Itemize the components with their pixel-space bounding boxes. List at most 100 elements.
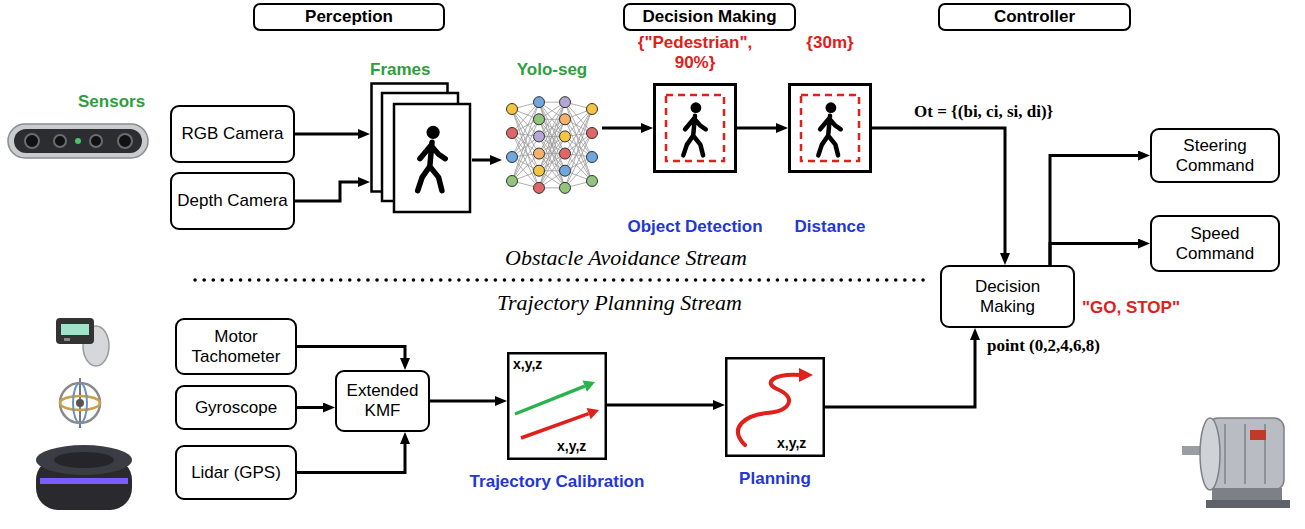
connector-layer xyxy=(295,128,1144,473)
lidar-picture xyxy=(36,445,132,475)
box-label: RGB Camera xyxy=(181,124,283,144)
neural-network-graphic xyxy=(560,97,571,108)
motor-picture xyxy=(1206,500,1290,508)
camera-picture xyxy=(54,135,66,147)
motor-picture xyxy=(1182,418,1290,508)
camera-picture xyxy=(90,135,102,147)
motor-picture xyxy=(1250,430,1266,440)
stage-caption: Trajectory Calibration xyxy=(470,472,645,492)
flow-arrow xyxy=(297,438,405,473)
camera-picture xyxy=(8,124,148,158)
axis-label: x,y,z xyxy=(557,438,586,454)
neural-network-graphic xyxy=(560,114,571,125)
neural-network: Yolo-seg xyxy=(502,60,602,205)
gyroscope-picture xyxy=(73,383,87,423)
flow-arrow xyxy=(607,404,719,407)
flow-arrow xyxy=(472,159,496,162)
flow-arrow xyxy=(737,127,782,130)
camera-picture xyxy=(8,124,148,158)
stage-caption: Distance xyxy=(795,217,866,237)
flow-arrow xyxy=(297,406,329,409)
neural-network-graphic xyxy=(534,114,545,125)
neural-network-graphic xyxy=(587,152,598,163)
calibration-box-graphic xyxy=(521,414,589,438)
flow-arrow xyxy=(1050,156,1144,266)
flow-arrow xyxy=(295,182,364,201)
gyroscope-picture xyxy=(60,383,100,423)
neural-network-graphic xyxy=(534,148,545,159)
sensor-box: Gyroscope xyxy=(175,385,297,430)
box-label: Speed Command xyxy=(1156,224,1274,264)
pedestrian-icon xyxy=(418,142,446,190)
detection-box-graphic xyxy=(666,95,724,161)
axis-label: x,y,z xyxy=(513,356,542,372)
pedestrian-icon xyxy=(683,116,706,156)
box-label: Gyroscope xyxy=(195,398,277,418)
result-label: {"Pedestrian", 90%} xyxy=(620,33,770,73)
camera-picture xyxy=(118,134,132,148)
calibration-box: x,y,z x,y,zTrajectory Calibration xyxy=(447,352,667,492)
stage-caption: Planning xyxy=(739,469,811,489)
distance-box-graphic xyxy=(790,85,871,172)
camera-picture xyxy=(75,138,81,144)
stream-label: Trajectory Planning Stream xyxy=(497,290,742,316)
neural-network-graphic xyxy=(507,152,518,163)
pedestrian-icon xyxy=(818,102,841,155)
sensor-box: Lidar (GPS) xyxy=(175,445,297,500)
pedestrian-icon xyxy=(418,126,446,191)
command-label: "GO, STOP" xyxy=(1082,298,1180,318)
sensor-box: Motor Tachometer xyxy=(175,318,297,375)
section-header: Controller xyxy=(938,3,1131,31)
neural-network-shape xyxy=(502,85,602,205)
distance-box: {30m} Distance xyxy=(775,33,885,237)
gyroscope-picture xyxy=(60,396,100,410)
pedestrian-icon xyxy=(691,102,702,113)
calibration-box-graphic xyxy=(508,353,606,459)
group-label: Sensors xyxy=(78,92,145,112)
box-label: Decision Making xyxy=(642,7,776,27)
lidar-picture xyxy=(40,478,128,484)
neural-network-graphic xyxy=(507,128,518,139)
detection-box-shape xyxy=(653,83,737,173)
calibration-box-graphic xyxy=(515,386,585,414)
neural-network-graphic xyxy=(560,148,571,159)
frame-stack-graphic xyxy=(394,104,470,212)
calibration-box-graphic xyxy=(583,381,595,392)
neural-network-graphic xyxy=(560,131,571,142)
box-label: Controller xyxy=(994,7,1075,27)
neural-network-graphic xyxy=(534,182,545,193)
detection-box-graphic xyxy=(655,85,736,172)
planning-box-graphic xyxy=(725,357,825,457)
flow-arrow xyxy=(1050,244,1144,266)
section-header: Decision Making xyxy=(623,3,796,31)
box-label: Perception xyxy=(305,7,393,27)
flow-arrow xyxy=(825,334,975,407)
tachometer-picture xyxy=(61,324,89,335)
planning-box: x,y,zPlanning xyxy=(720,357,830,489)
box-label: Motor Tachometer xyxy=(181,327,291,367)
filter-box: Extended KMF xyxy=(335,370,430,432)
neural-network-graphic xyxy=(587,128,598,139)
distance-box-graphic xyxy=(788,83,872,173)
result-label: {30m} xyxy=(806,33,853,73)
neural-network-graphic xyxy=(502,85,602,205)
neural-network-graphic xyxy=(560,182,571,193)
planning-box-graphic xyxy=(799,368,813,382)
pedestrian-icon xyxy=(683,102,706,155)
flow-arrow xyxy=(297,347,405,365)
pedestrian-icon xyxy=(818,116,841,156)
motor-picture xyxy=(1200,418,1220,490)
command-box: Steering Command xyxy=(1150,128,1280,183)
stream-label: Obstacle Avoidance Stream xyxy=(505,245,747,271)
frame-stack-shape xyxy=(370,82,472,214)
stage-caption: Object Detection xyxy=(627,217,762,237)
edge-label: point (0,2,4,6,8) xyxy=(985,336,1102,356)
box-label: Lidar (GPS) xyxy=(191,463,281,483)
neural-network-graphic xyxy=(507,176,518,187)
calibration-box-graphic xyxy=(587,408,599,419)
box-label: Steering Command xyxy=(1156,136,1274,176)
pedestrian-icon xyxy=(826,102,837,113)
axis-label: x,y,z xyxy=(777,435,806,451)
calibration-box-shape: x,y,z x,y,z xyxy=(507,352,607,460)
camera-picture xyxy=(14,129,142,153)
